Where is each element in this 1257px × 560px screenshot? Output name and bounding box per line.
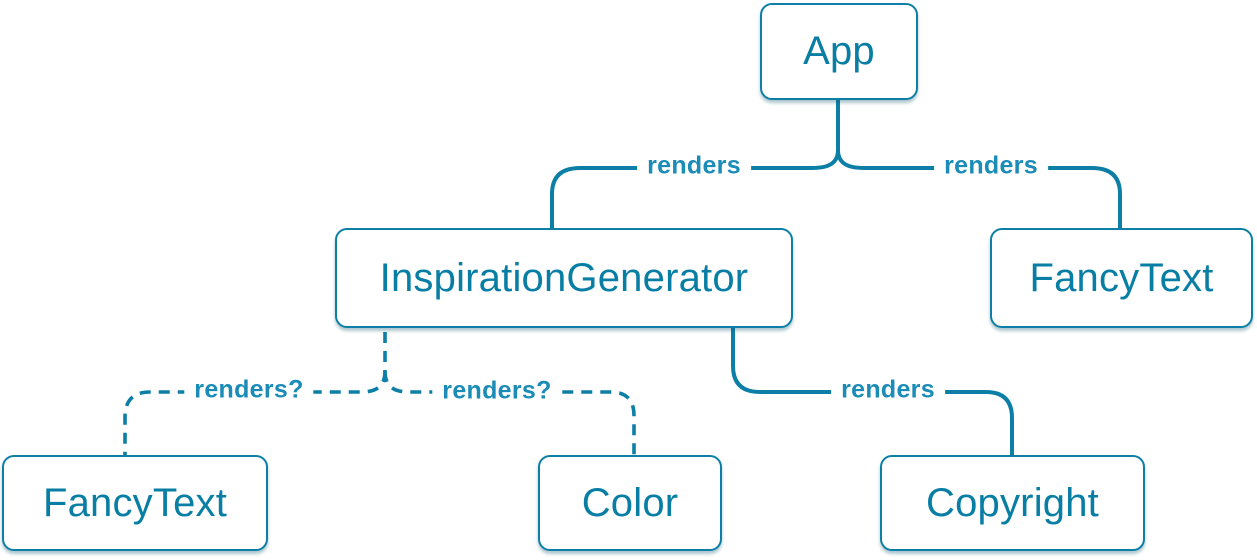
edge-app-to-inspirationgenerator <box>550 148 840 230</box>
node-color: Color <box>538 455 722 551</box>
node-fancytext-bottom-label: FancyText <box>42 480 228 525</box>
edge-app-to-fancytext <box>836 148 1122 230</box>
edge-label-renders-app-inspirationgenerator: renders <box>637 151 751 181</box>
node-color-label: Color <box>581 480 679 525</box>
node-app-label: App <box>803 29 875 73</box>
node-copyright-label: Copyright <box>926 480 1099 525</box>
edge-label-renders-app-fancytext: renders <box>934 151 1048 181</box>
edge-label-renders-maybe-color: renders? <box>432 376 562 406</box>
node-inspiration-generator-label: InspirationGenerator <box>379 255 749 300</box>
node-inspiration-generator: InspirationGenerator <box>335 228 793 328</box>
node-fancytext-top-label: FancyText <box>1029 255 1214 300</box>
node-copyright: Copyright <box>880 455 1145 551</box>
node-fancytext-bottom: FancyText <box>2 455 268 551</box>
edge-inspirationgenerator-to-color-dashed <box>383 370 636 456</box>
edge-label-renders-copyright: renders <box>831 375 945 405</box>
edge-label-renders-maybe-fancytext: renders? <box>184 375 314 405</box>
node-app: App <box>760 3 918 100</box>
edge-inspirationgenerator-to-fancytext-dashed <box>123 370 387 456</box>
node-fancytext-top: FancyText <box>990 228 1253 328</box>
